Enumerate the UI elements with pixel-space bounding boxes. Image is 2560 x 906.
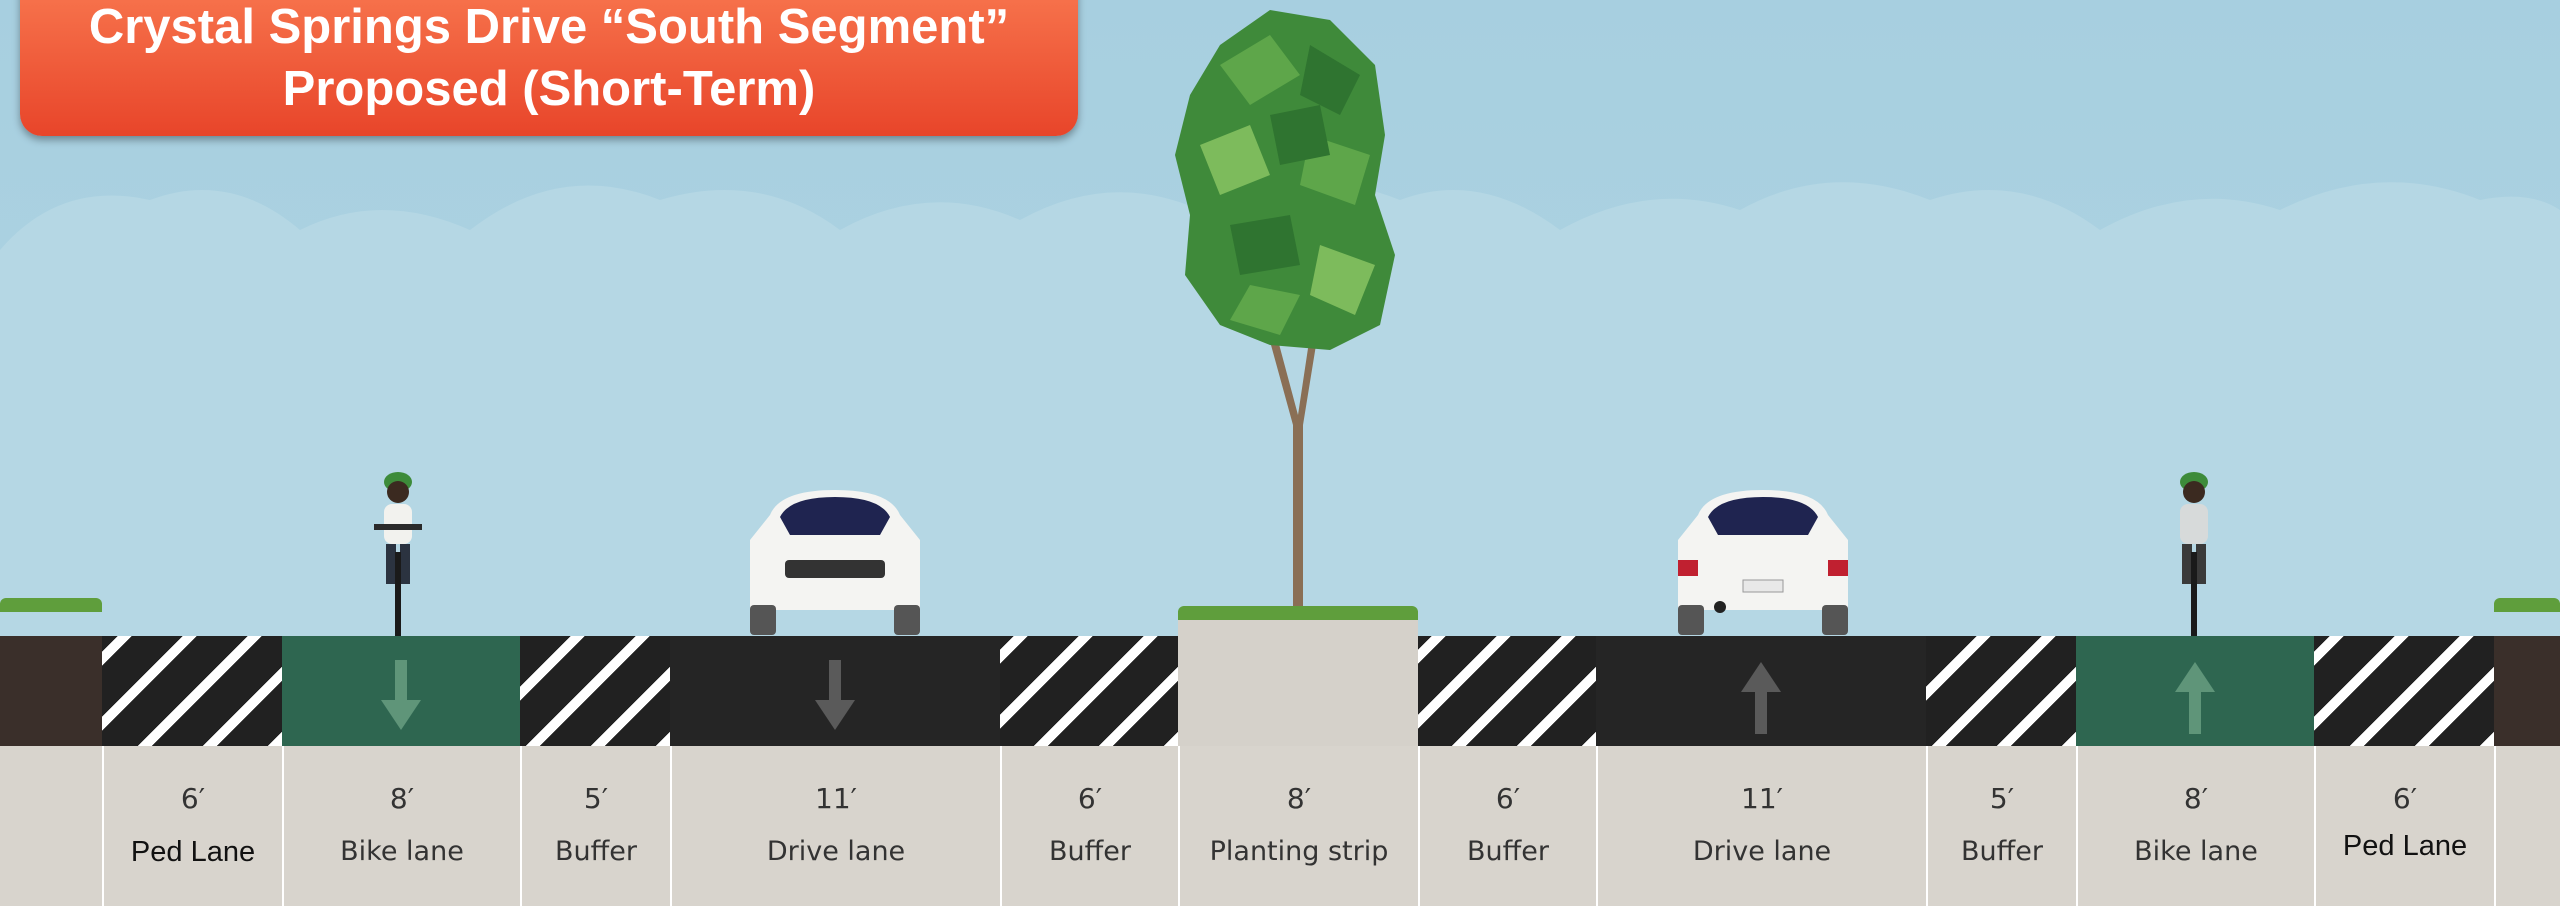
segment-width: 11′ bbox=[1741, 782, 1783, 815]
segment-width: 8′ bbox=[1286, 782, 1312, 815]
grass-planting bbox=[1178, 606, 1418, 620]
segment-name: Buffer bbox=[1961, 836, 2043, 867]
segment-buffer-left-2: 6′ Buffer bbox=[1000, 746, 1178, 906]
arrow-down-icon bbox=[815, 660, 855, 730]
segment-buffer-left: 5′ Buffer bbox=[520, 746, 670, 906]
cyclist-left-icon bbox=[374, 472, 422, 640]
segment-name: Ped Lane bbox=[2342, 830, 2468, 862]
segment-name: Drive lane bbox=[766, 836, 906, 867]
segment-planting-strip: 8′ Planting strip bbox=[1178, 746, 1418, 906]
segment-width: 6′ bbox=[2392, 782, 2418, 815]
segment-width: 8′ bbox=[2183, 782, 2209, 815]
segment-buffer-right: 6′ Buffer bbox=[1418, 746, 1596, 906]
arrow-up-icon bbox=[1741, 662, 1781, 734]
grass-left bbox=[0, 598, 102, 612]
cyclist-right-icon bbox=[2180, 472, 2208, 640]
segment-width: 8′ bbox=[389, 782, 415, 815]
segment-edge-right bbox=[2494, 746, 2560, 906]
segment-name: Bike lane bbox=[340, 836, 464, 867]
title-line-1: Crystal Springs Drive “South Segment” bbox=[88, 0, 1010, 54]
ground-right bbox=[2494, 636, 2560, 746]
title-line-2: Proposed (Short-Term) bbox=[282, 62, 816, 116]
cloud-layer bbox=[0, 182, 2560, 640]
segment-ped-lane-left: 6′ Ped Lane bbox=[102, 746, 282, 906]
buffer-right-surface bbox=[1418, 636, 1596, 746]
tree-icon bbox=[1175, 10, 1395, 620]
segment-bike-lane-right: 8′ Bike lane bbox=[2076, 746, 2314, 906]
ground-left bbox=[0, 636, 102, 746]
segment-label-row bbox=[0, 746, 2560, 906]
segment-width: 6′ bbox=[1495, 782, 1521, 815]
segment-bike-lane-left: 8′ Bike lane bbox=[282, 746, 520, 906]
segment-ped-lane-right: 6′ Ped Lane bbox=[2314, 746, 2494, 906]
arrow-down-icon bbox=[381, 660, 421, 730]
segment-drive-lane-left: 11′ Drive lane bbox=[670, 746, 1000, 906]
buffer-right-2-surface bbox=[1926, 636, 2076, 746]
segment-name: Buffer bbox=[555, 836, 637, 867]
segment-width: 5′ bbox=[583, 782, 609, 815]
segment-name: Bike lane bbox=[2134, 836, 2258, 867]
segment-name: Buffer bbox=[1049, 836, 1131, 867]
segment-drive-lane-right: 11′ Drive lane bbox=[1596, 746, 1926, 906]
grass-right bbox=[2494, 598, 2560, 612]
buffer-left-2-surface bbox=[1000, 636, 1178, 746]
segment-width: 5′ bbox=[1989, 782, 2015, 815]
segment-width: 6′ bbox=[180, 782, 206, 815]
buffer-left-surface bbox=[520, 636, 670, 746]
segment-name: Drive lane bbox=[1692, 836, 1832, 867]
car-right-icon bbox=[1678, 490, 1848, 635]
title-banner: Crystal Springs Drive “South Segment” Pr… bbox=[20, 0, 1078, 136]
car-left-icon bbox=[750, 490, 920, 635]
segment-name: Ped Lane bbox=[130, 836, 256, 868]
arrow-up-icon bbox=[2175, 662, 2215, 734]
segment-name: Buffer bbox=[1467, 836, 1549, 867]
ped-lane-right-surface bbox=[2314, 636, 2494, 746]
ped-lane-left-surface bbox=[102, 636, 282, 746]
segment-width: 11′ bbox=[815, 782, 857, 815]
planting-strip-surface bbox=[1178, 620, 1418, 746]
segment-name: Planting strip bbox=[1209, 836, 1389, 867]
segment-buffer-right-2: 5′ Buffer bbox=[1926, 746, 2076, 906]
segment-width: 6′ bbox=[1077, 782, 1103, 815]
